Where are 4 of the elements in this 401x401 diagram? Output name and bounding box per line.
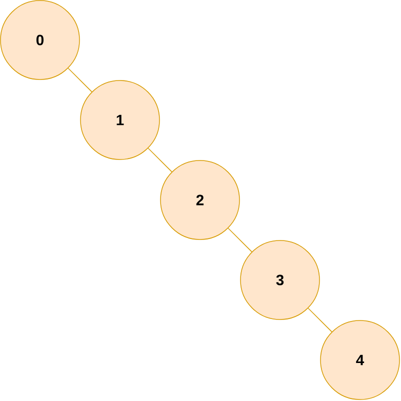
connector-line [68,68,92,92]
connector-line [308,308,332,332]
connector-line [148,148,172,172]
connector-line [228,228,252,252]
